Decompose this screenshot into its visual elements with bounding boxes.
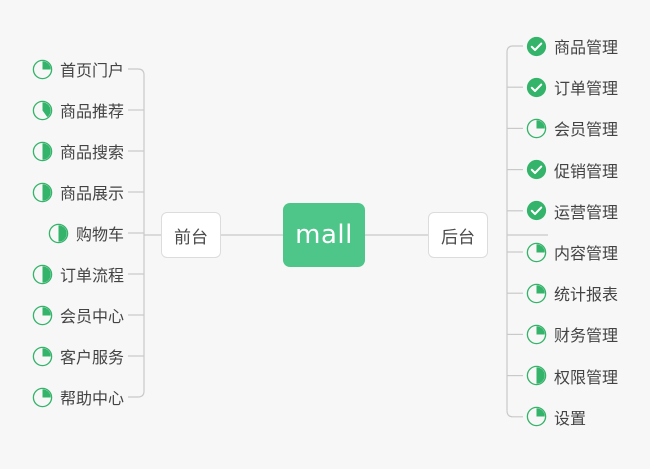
pie-progress-icon	[32, 59, 53, 79]
leaf-node-label: 首页门户	[59, 61, 124, 80]
pie-progress-icon	[32, 264, 53, 284]
pie-progress-icon	[526, 118, 547, 139]
leaf-node-label: 统计报表	[554, 285, 619, 305]
pie-progress-icon	[526, 407, 547, 427]
pie-progress-icon	[32, 387, 53, 407]
leaf-node-frontend-7[interactable]: 客户服务	[0, 343, 124, 369]
connector-leaf-frontend-8	[128, 390, 145, 398]
pie-progress-icon	[526, 324, 547, 345]
leaf-node-label: 运营管理	[554, 202, 619, 222]
pie-progress-icon	[32, 346, 53, 366]
leaf-node-label: 购物车	[75, 225, 124, 244]
leaf-node-label: 内容管理	[554, 244, 619, 263]
leaf-node-label: 权限管理	[554, 367, 619, 387]
center-node-mall[interactable]: mall	[283, 203, 365, 267]
connector-leaf-frontend-0	[128, 68, 145, 76]
branch-node-backend[interactable]: 后台	[428, 212, 488, 258]
leaf-node-backend-7[interactable]: 财务管理	[526, 321, 618, 347]
leaf-node-frontend-1[interactable]: 商品推荐	[0, 97, 124, 123]
leaf-node-backend-2[interactable]: 会员管理	[526, 115, 618, 141]
check-circle-icon	[526, 77, 547, 97]
pie-progress-icon	[526, 283, 547, 303]
leaf-node-label: 订单管理	[554, 79, 619, 99]
leaf-node-label: 商品搜索	[59, 143, 124, 162]
pie-progress-icon	[526, 365, 547, 386]
pie-progress-icon	[32, 182, 53, 202]
check-circle-icon	[526, 159, 547, 180]
check-circle-icon	[526, 36, 547, 56]
leaf-node-backend-0[interactable]: 商品管理	[526, 33, 618, 59]
leaf-node-backend-1[interactable]: 订单管理	[526, 74, 618, 100]
pie-progress-icon	[32, 141, 53, 161]
leaf-node-label: 设置	[554, 408, 587, 428]
leaf-node-frontend-6[interactable]: 会员中心	[0, 302, 124, 328]
leaf-node-backend-5[interactable]: 内容管理	[526, 239, 618, 265]
leaf-node-backend-4[interactable]: 运营管理	[526, 198, 618, 224]
leaf-node-label: 订单流程	[59, 266, 124, 285]
pie-progress-icon	[526, 242, 547, 262]
connector-leaf-backend-0	[506, 45, 523, 53]
leaf-node-label: 会员管理	[554, 120, 619, 140]
leaf-node-backend-3[interactable]: 促销管理	[526, 157, 618, 183]
leaf-node-backend-6[interactable]: 统计报表	[526, 280, 618, 306]
leaf-node-label: 客户服务	[59, 348, 124, 367]
leaf-node-frontend-2[interactable]: 商品搜索	[0, 138, 124, 164]
leaf-node-label: 财务管理	[554, 326, 619, 346]
leaf-node-backend-8[interactable]: 权限管理	[526, 363, 618, 389]
leaf-node-label: 会员中心	[59, 307, 124, 326]
branch-node-backend-label: 后台	[441, 227, 475, 248]
leaf-node-label: 帮助中心	[59, 389, 124, 408]
leaf-node-frontend-4[interactable]: 购物车	[0, 220, 124, 246]
leaf-node-frontend-3[interactable]: 商品展示	[0, 179, 124, 205]
connector-leaf-backend-9	[506, 410, 523, 418]
pie-progress-icon	[48, 223, 69, 243]
pie-progress-icon	[32, 100, 53, 120]
pie-progress-icon	[32, 305, 53, 325]
center-node-label: mall	[295, 220, 353, 250]
leaf-node-label: 促销管理	[554, 161, 619, 181]
leaf-node-frontend-5[interactable]: 订单流程	[0, 261, 124, 287]
branch-node-frontend-label: 前台	[174, 227, 208, 248]
leaf-node-label: 商品展示	[59, 184, 124, 203]
leaf-node-frontend-0[interactable]: 首页门户	[0, 56, 124, 82]
leaf-node-backend-9[interactable]: 设置	[526, 404, 586, 430]
leaf-node-label: 商品管理	[554, 38, 619, 57]
leaf-node-frontend-8[interactable]: 帮助中心	[0, 384, 124, 410]
leaf-node-label: 商品推荐	[59, 102, 124, 121]
branch-node-frontend[interactable]: 前台	[161, 212, 221, 258]
check-circle-icon	[526, 201, 547, 221]
